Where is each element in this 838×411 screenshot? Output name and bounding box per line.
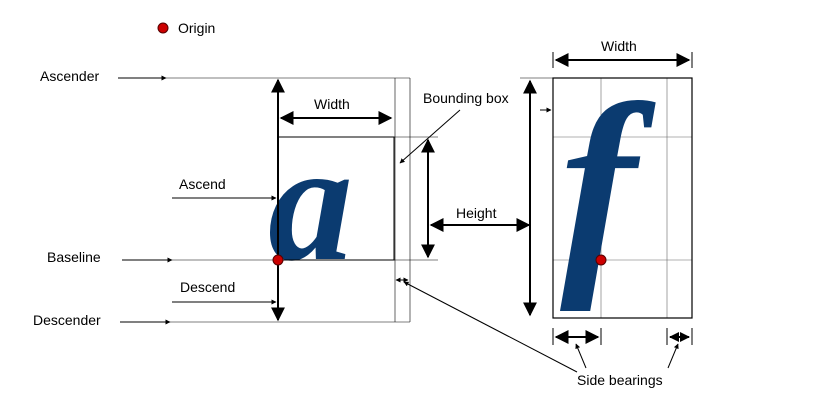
ascend-label: Ascend (179, 176, 226, 192)
height-label: Height (456, 205, 497, 221)
side-bearings-pointer-a (403, 281, 578, 373)
bounding-box-label: Bounding box (423, 90, 509, 106)
ascender-label: Ascender (40, 68, 99, 84)
origin-legend-dot (157, 22, 169, 34)
side-bearings-pointer-right (667, 343, 679, 369)
descender-label: Descender (33, 312, 101, 328)
width-a-label: Width (314, 96, 350, 112)
bounding-box-f (552, 77, 693, 319)
origin-dot-f (595, 254, 607, 266)
baseline-label: Baseline (47, 249, 101, 265)
side-bearings-label: Side bearings (577, 372, 663, 388)
glyph-f: f (560, 57, 656, 312)
descend-label: Descend (180, 279, 235, 295)
bounding-box-pointer (399, 109, 461, 164)
glyph-a: a (268, 108, 353, 296)
origin-dot-a (272, 254, 284, 266)
width-f-label: Width (601, 38, 637, 54)
side-bearings-pointer-left (575, 343, 587, 369)
origin-legend-label: Origin (178, 20, 215, 36)
